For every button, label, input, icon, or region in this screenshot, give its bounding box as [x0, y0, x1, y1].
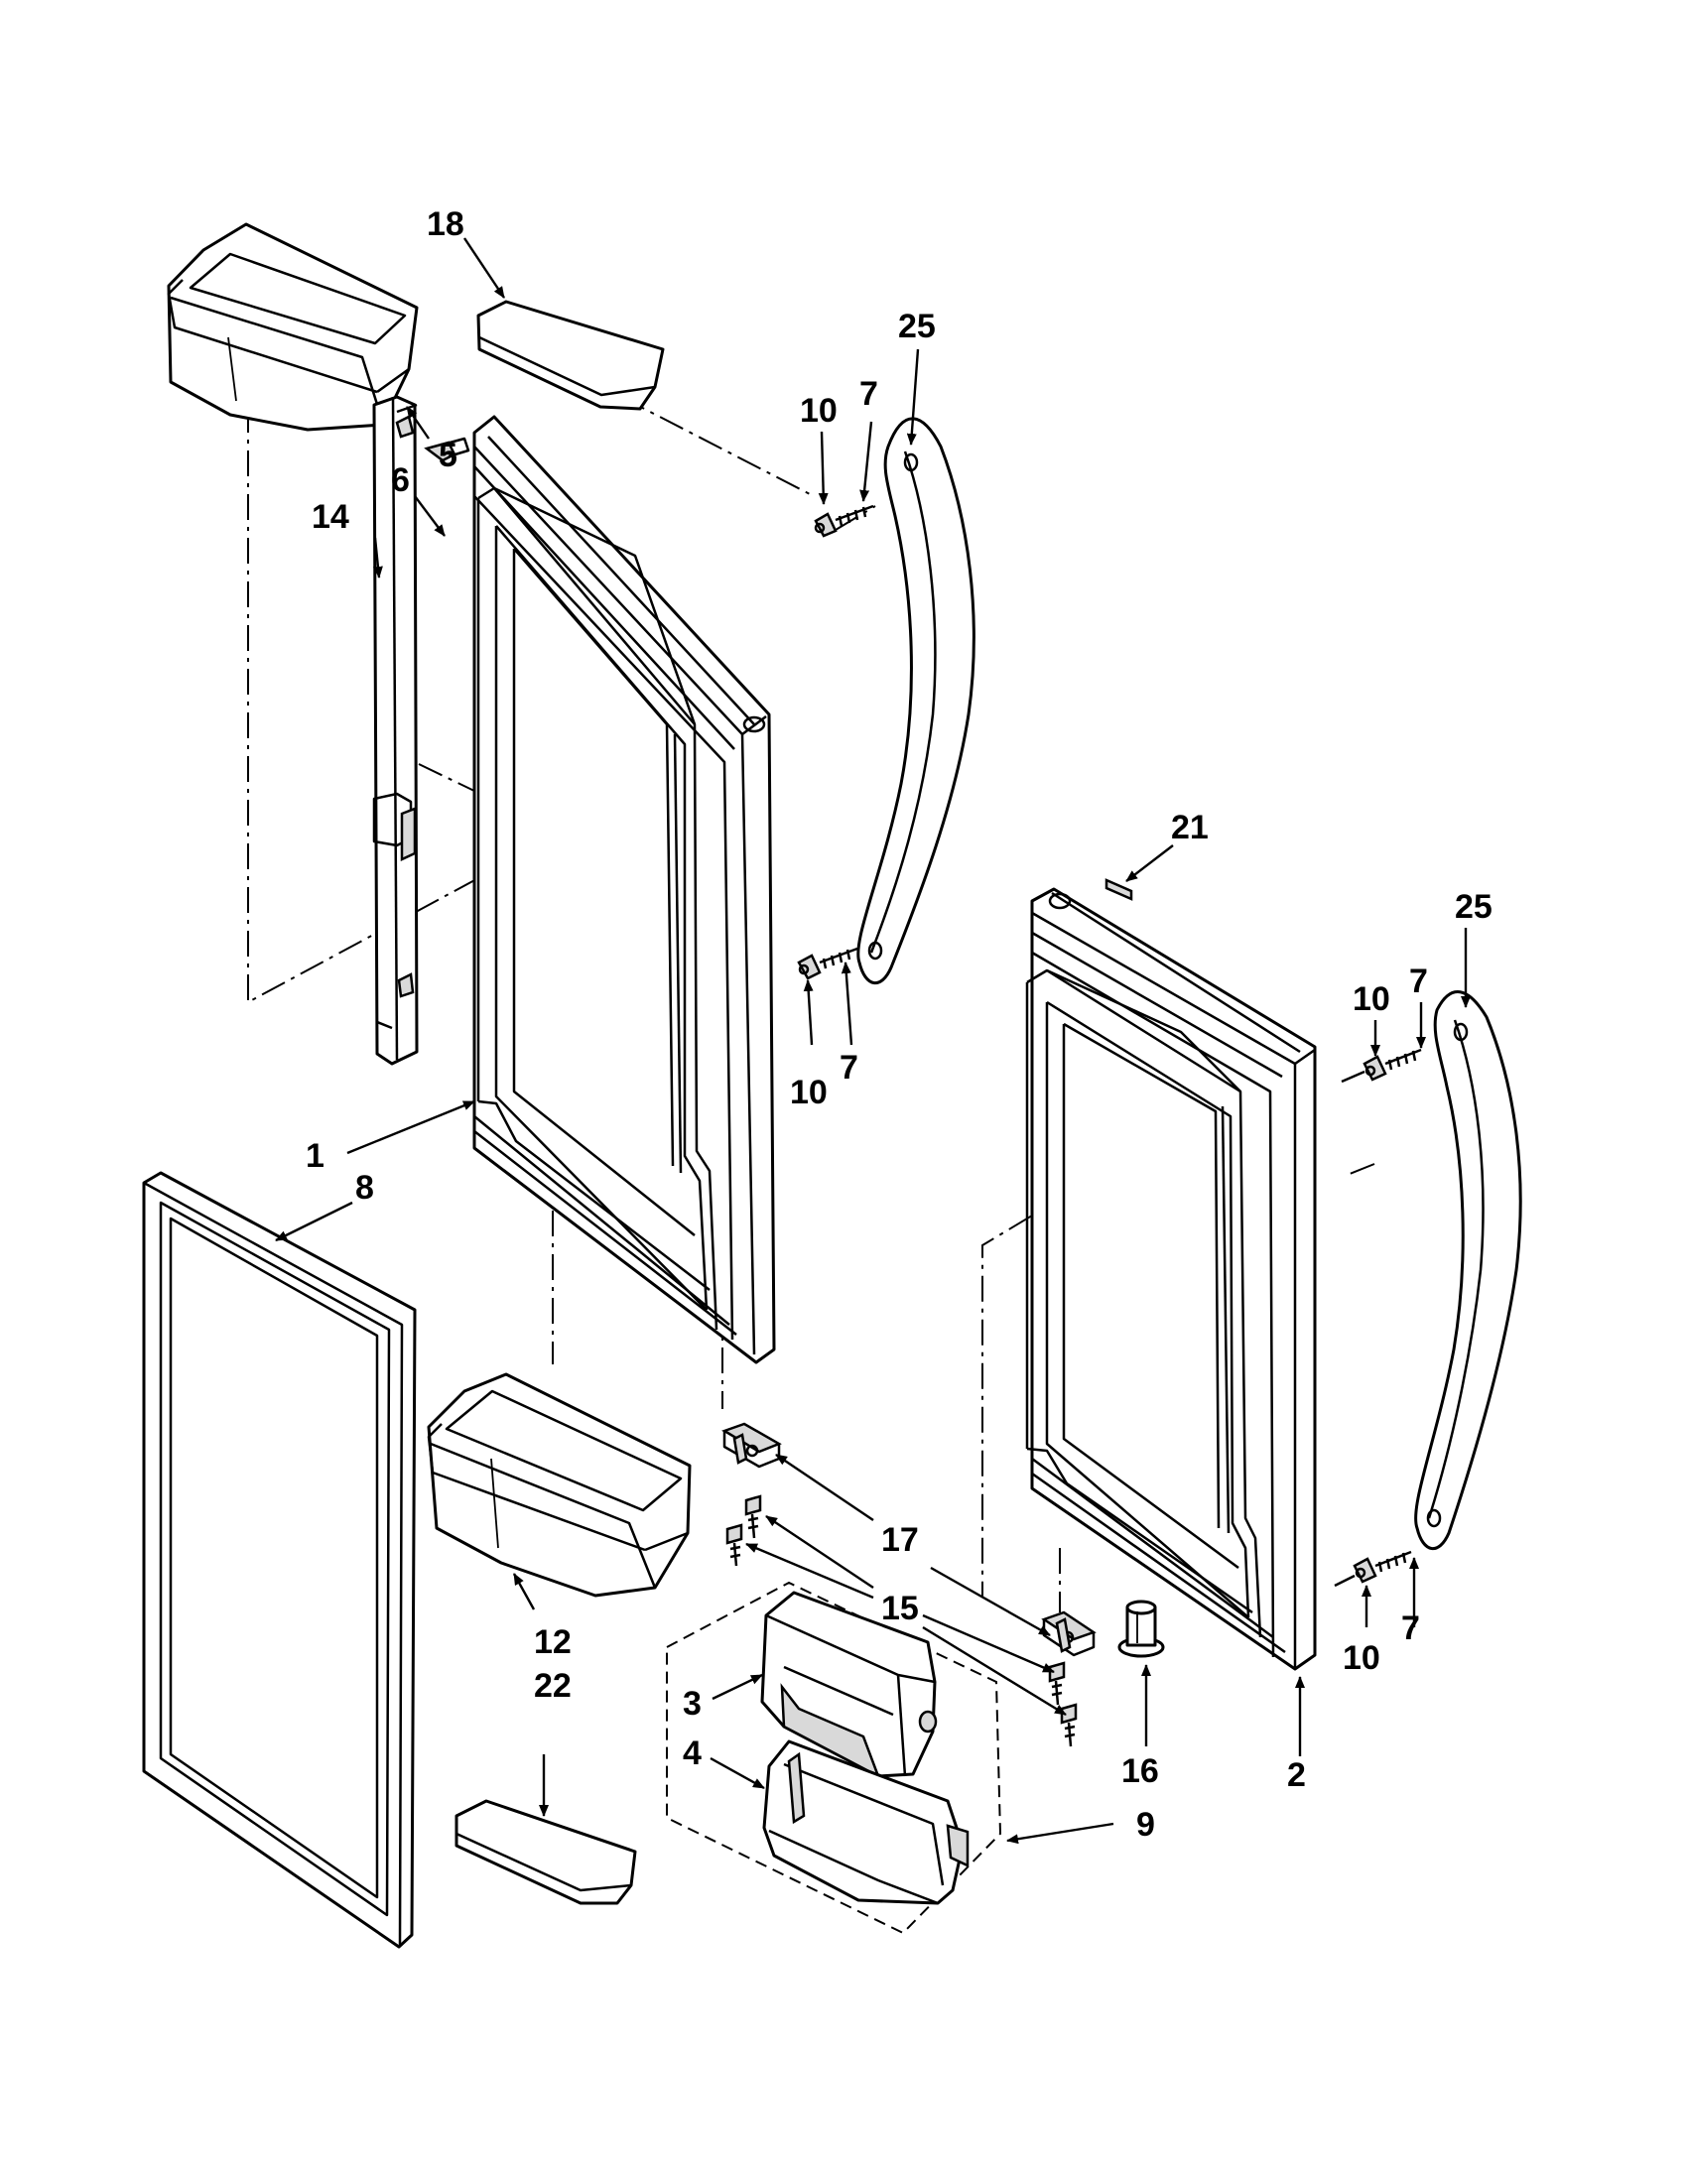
label-part-8: 8: [355, 1169, 374, 1207]
part-12-door-bin: [427, 1372, 692, 1598]
label-part-2: 2: [1287, 1756, 1306, 1794]
label-part-4: 4: [683, 1734, 702, 1772]
part-10-7-fasteners-upper: [797, 504, 874, 980]
label-part-6: 6: [391, 461, 410, 499]
part-15-screws-right: [1048, 1661, 1078, 1747]
label-part-5: 5: [439, 437, 457, 474]
leader-arrows: [275, 237, 1471, 1845]
part-21-clip: [1104, 878, 1133, 901]
label-part-10-c: 10: [1353, 980, 1390, 1018]
part-25-handle-right: [1414, 990, 1522, 1551]
part-18-shelf-cover: [476, 300, 665, 411]
label-part-15: 15: [881, 1590, 919, 1627]
part-6-screw: [424, 437, 470, 462]
label-part-10-a: 10: [800, 392, 838, 430]
label-part-7-b: 7: [840, 1049, 858, 1087]
part-17-hinge-left: [721, 1422, 782, 1469]
label-part-25-a: 25: [898, 308, 936, 345]
label-part-7-d: 7: [1401, 1609, 1420, 1647]
label-part-10-d: 10: [1343, 1639, 1380, 1677]
label-part-12: 12: [534, 1623, 572, 1661]
part-labels: 18 5 14 6 10 7 25 7 10 21 25 7 10 1 8 17…: [306, 205, 1493, 1844]
part-25-handle-left: [856, 417, 975, 985]
part-8-door-gasket: [142, 1171, 417, 1949]
label-part-3: 3: [683, 1685, 702, 1723]
label-part-14: 14: [312, 498, 349, 536]
label-part-16: 16: [1121, 1752, 1159, 1790]
label-part-7-c: 7: [1409, 963, 1428, 1000]
label-part-1: 1: [306, 1137, 325, 1175]
part-10-7-fasteners-right: [1334, 1048, 1422, 1588]
part-15-screws-left: [725, 1494, 762, 1567]
part-22-shelf-cover: [454, 1799, 637, 1905]
part-9-dispenser-assembly: [666, 1581, 1002, 1935]
label-part-17: 17: [881, 1521, 919, 1559]
label-part-9: 9: [1136, 1806, 1155, 1844]
part-16-knob: [1117, 1600, 1165, 1658]
part-1-left-door: [472, 415, 776, 1364]
part-17-hinge-right: [1041, 1610, 1097, 1657]
label-part-22: 22: [534, 1667, 572, 1705]
part-5-door-bin: [167, 222, 419, 432]
part-2-right-door: [1025, 887, 1317, 1671]
part-14-door-trim: [372, 395, 419, 1066]
label-part-25-b: 25: [1455, 888, 1493, 926]
label-part-21: 21: [1171, 809, 1209, 846]
label-part-10-b: 10: [790, 1074, 828, 1111]
label-part-7-a: 7: [859, 375, 878, 413]
label-part-18: 18: [427, 205, 464, 243]
